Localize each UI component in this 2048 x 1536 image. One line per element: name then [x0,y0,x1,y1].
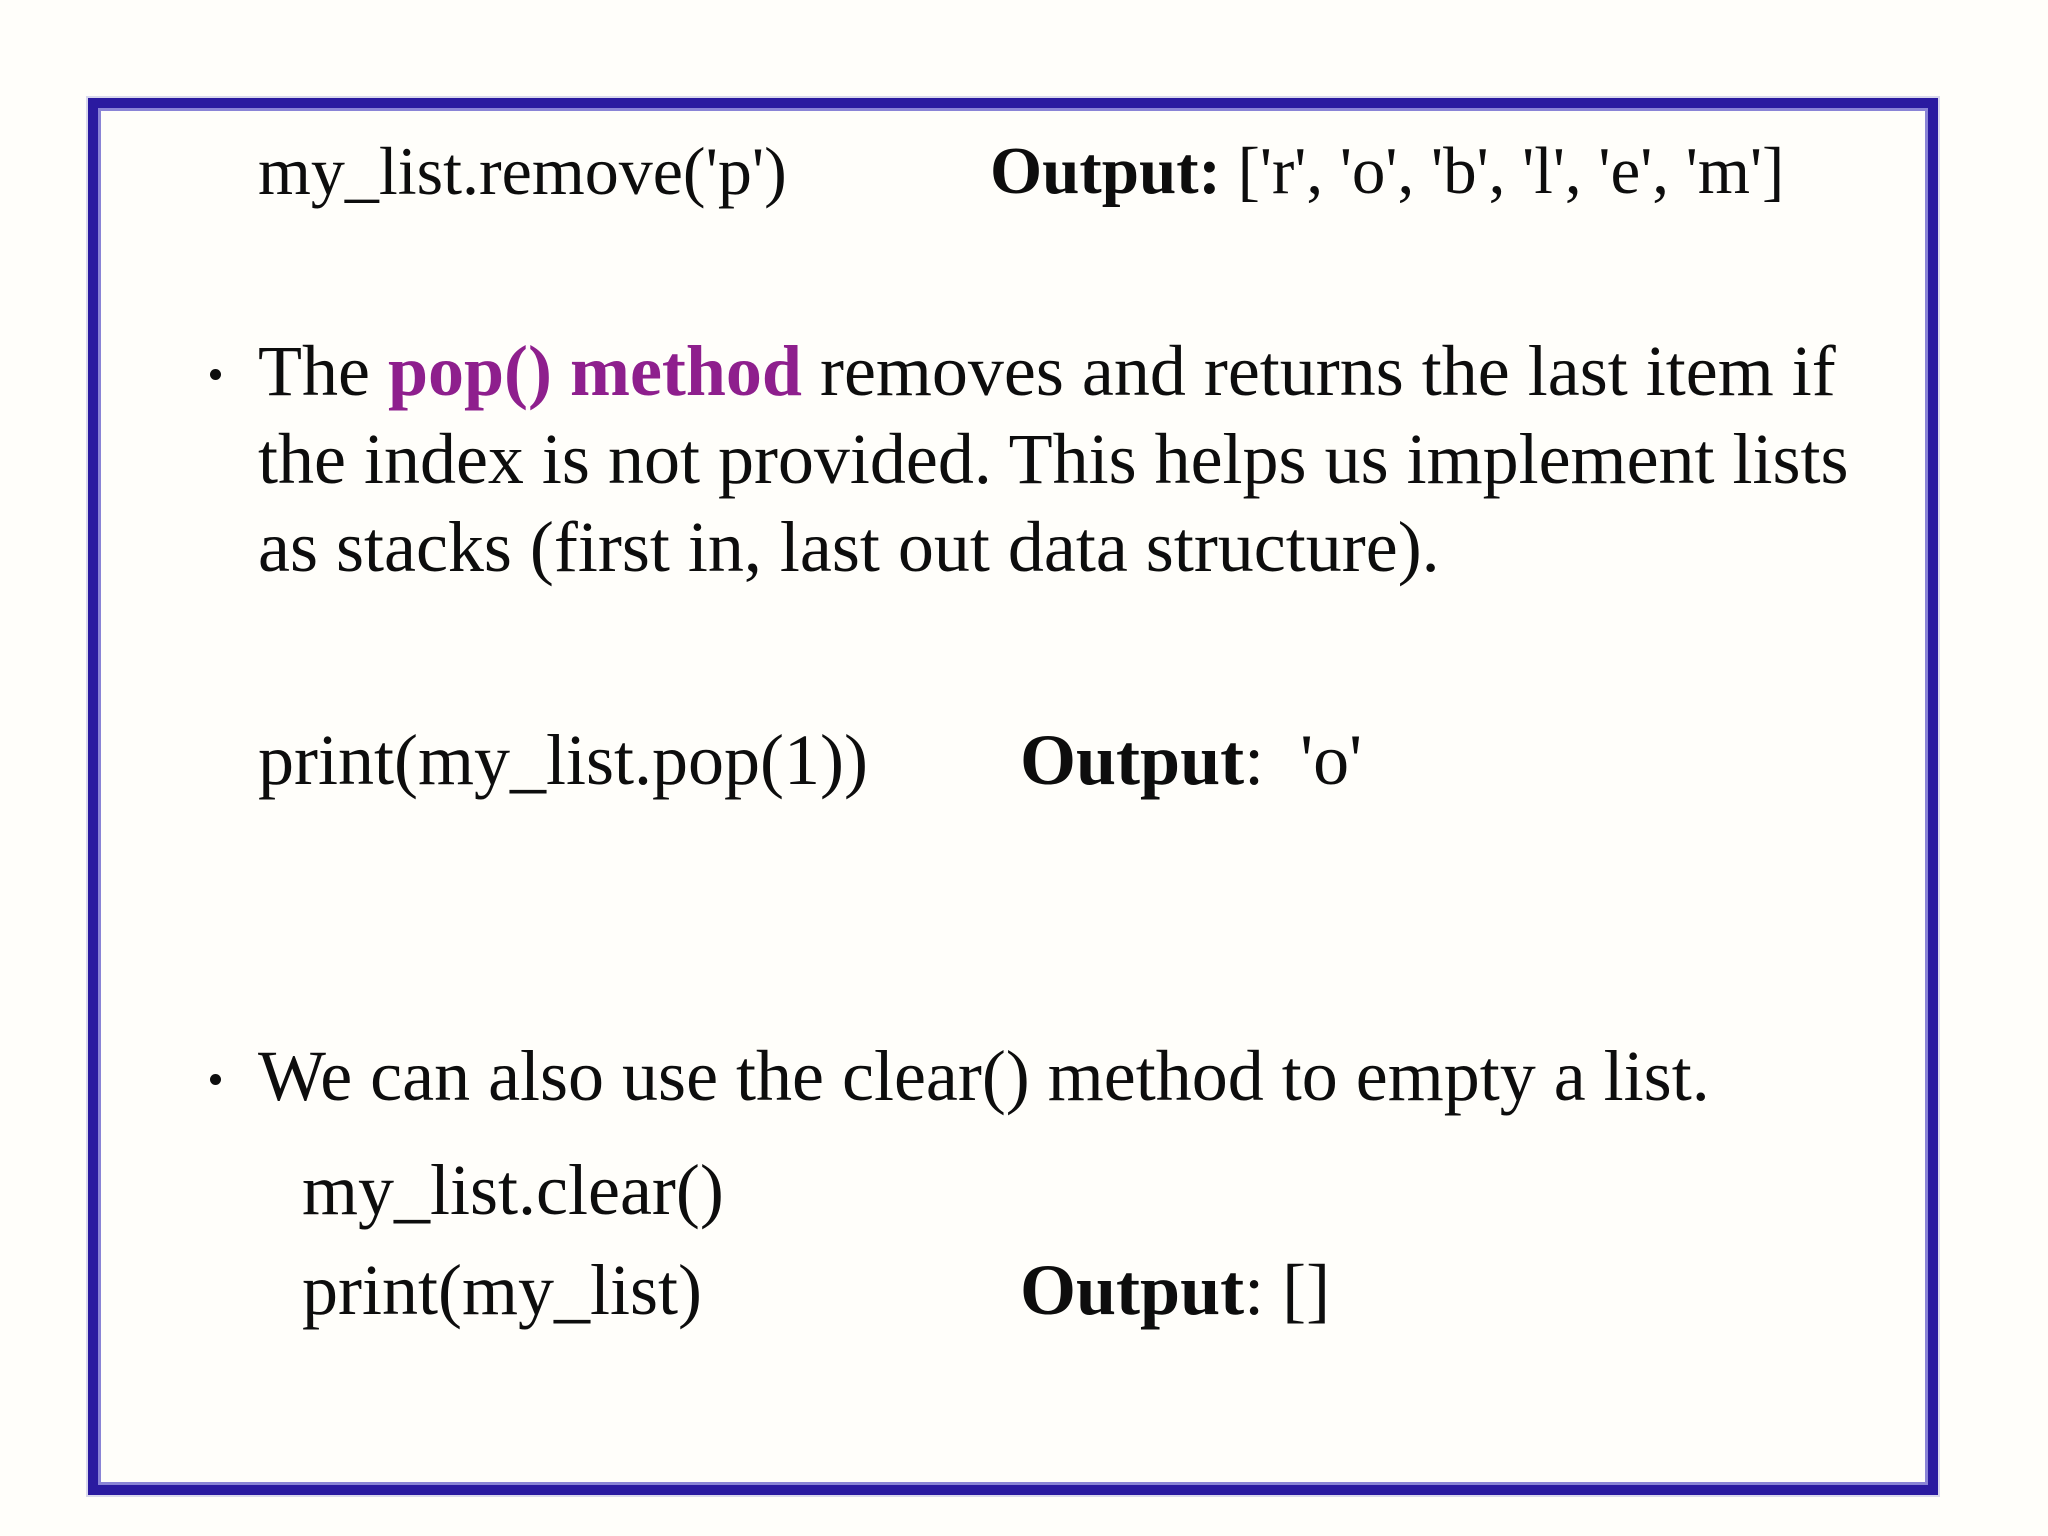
slide-border-frame [88,98,1938,1495]
paragraph-pop-line1: The pop() method removes and returns the… [258,327,1849,415]
output-label-print: Output [1020,1250,1245,1330]
output-label-pop: Output [1020,720,1245,800]
bullet-dot-clear [210,1074,221,1085]
output-line-pop: Output: 'o' [1020,716,1362,804]
output-line-print: Output: [] [1020,1246,1330,1334]
paragraph-pop-line3: as stacks (first in, last out data struc… [258,507,1440,587]
paragraph-pop-line1-prefix: The [258,331,388,411]
code-line-remove: my_list.remove('p') [258,133,787,209]
code-line-clear: my_list.clear() [302,1150,724,1230]
output-label-remove: Output: [990,134,1221,208]
output-value-remove: ['r', 'o', 'b', 'l', 'e', 'm'] [1220,134,1785,208]
code-line-print: print(my_list) [302,1250,702,1330]
paragraph-pop-line1-suffix: removes and returns the last item if [801,331,1836,411]
code-line-pop: print(my_list.pop(1)) [258,720,868,800]
output-line-remove: Output: ['r', 'o', 'b', 'l', 'e', 'm'] [990,127,1784,215]
paragraph-pop-line2: the index is not provided. This helps us… [258,419,1849,499]
pop-method-highlight: pop() method [387,331,802,411]
paragraph-pop-method: The pop() method removes and returns the… [258,327,1849,591]
output-value-print: : [] [1244,1250,1331,1330]
bullet-dot-pop [210,369,221,380]
output-value-pop: : 'o' [1244,720,1363,800]
paragraph-clear-method: We can also use the clear() method to em… [258,1036,1710,1116]
